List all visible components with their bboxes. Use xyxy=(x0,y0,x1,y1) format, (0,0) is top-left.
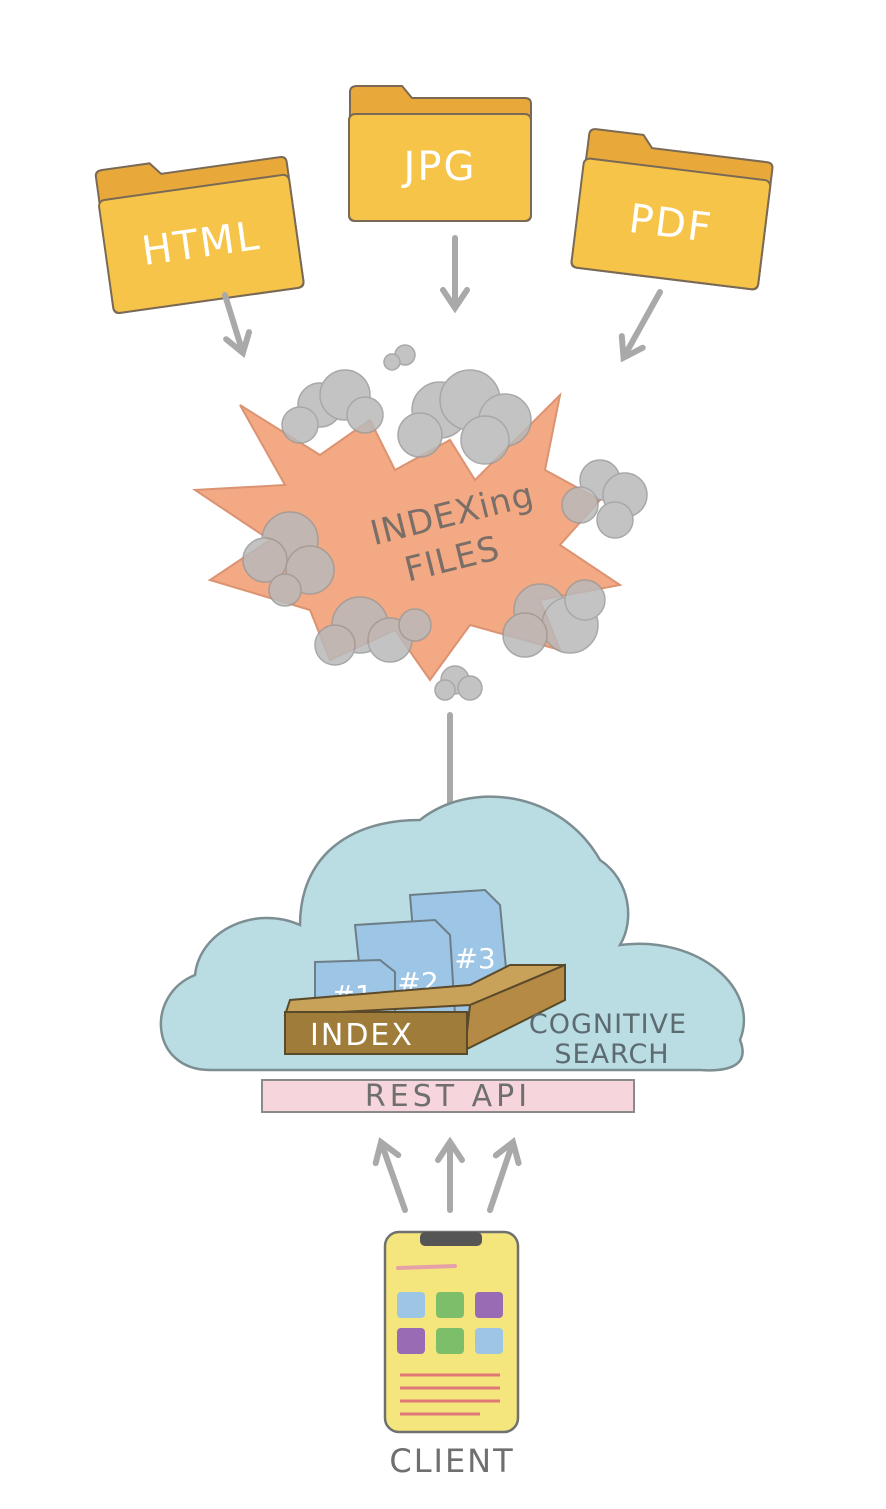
folder-jpg-label: JPG xyxy=(401,144,477,190)
folder-pdf: PDF xyxy=(570,128,774,291)
folder-jpg: JPG xyxy=(347,85,532,222)
phone-notch xyxy=(420,1232,482,1246)
folder-html-front xyxy=(98,173,305,314)
rest-api-bar: REST API xyxy=(261,1079,635,1114)
app-tile xyxy=(436,1292,464,1318)
index-tray: INDEX xyxy=(283,963,566,1055)
client-phone xyxy=(383,1230,520,1434)
arrow-client-to-api-right xyxy=(487,1137,522,1213)
app-tile xyxy=(475,1328,503,1354)
arrow-client-to-api-left xyxy=(372,1137,408,1213)
cognitive-label-line1: COGNITIVE xyxy=(529,1009,687,1040)
indexing-burst: INDEXing FILES xyxy=(191,344,648,701)
folder-jpg-front xyxy=(348,113,532,222)
folder-pdf-label: PDF xyxy=(626,196,715,252)
cognitive-label-line2: SEARCH xyxy=(554,1039,669,1070)
index-box xyxy=(284,1011,468,1055)
arrow-pdf-to-indexing xyxy=(618,289,663,363)
index-label: INDEX xyxy=(310,1018,414,1053)
cognitive-search-cloud: #3 #2 #1 INDEX COGNITIVE SEARCH xyxy=(159,795,746,1072)
app-tile xyxy=(397,1328,425,1354)
arrow-html-to-indexing xyxy=(222,292,253,359)
folder-html: HTML xyxy=(94,156,305,314)
smoke-clouds xyxy=(242,344,648,701)
rest-api-label: REST API xyxy=(365,1079,531,1114)
app-tile xyxy=(475,1292,503,1318)
folder-pdf-front xyxy=(570,157,772,291)
doc-3-label: #3 xyxy=(454,942,495,975)
client-label: CLIENT xyxy=(389,1442,514,1480)
app-tile xyxy=(397,1292,425,1318)
app-tile xyxy=(436,1328,464,1354)
